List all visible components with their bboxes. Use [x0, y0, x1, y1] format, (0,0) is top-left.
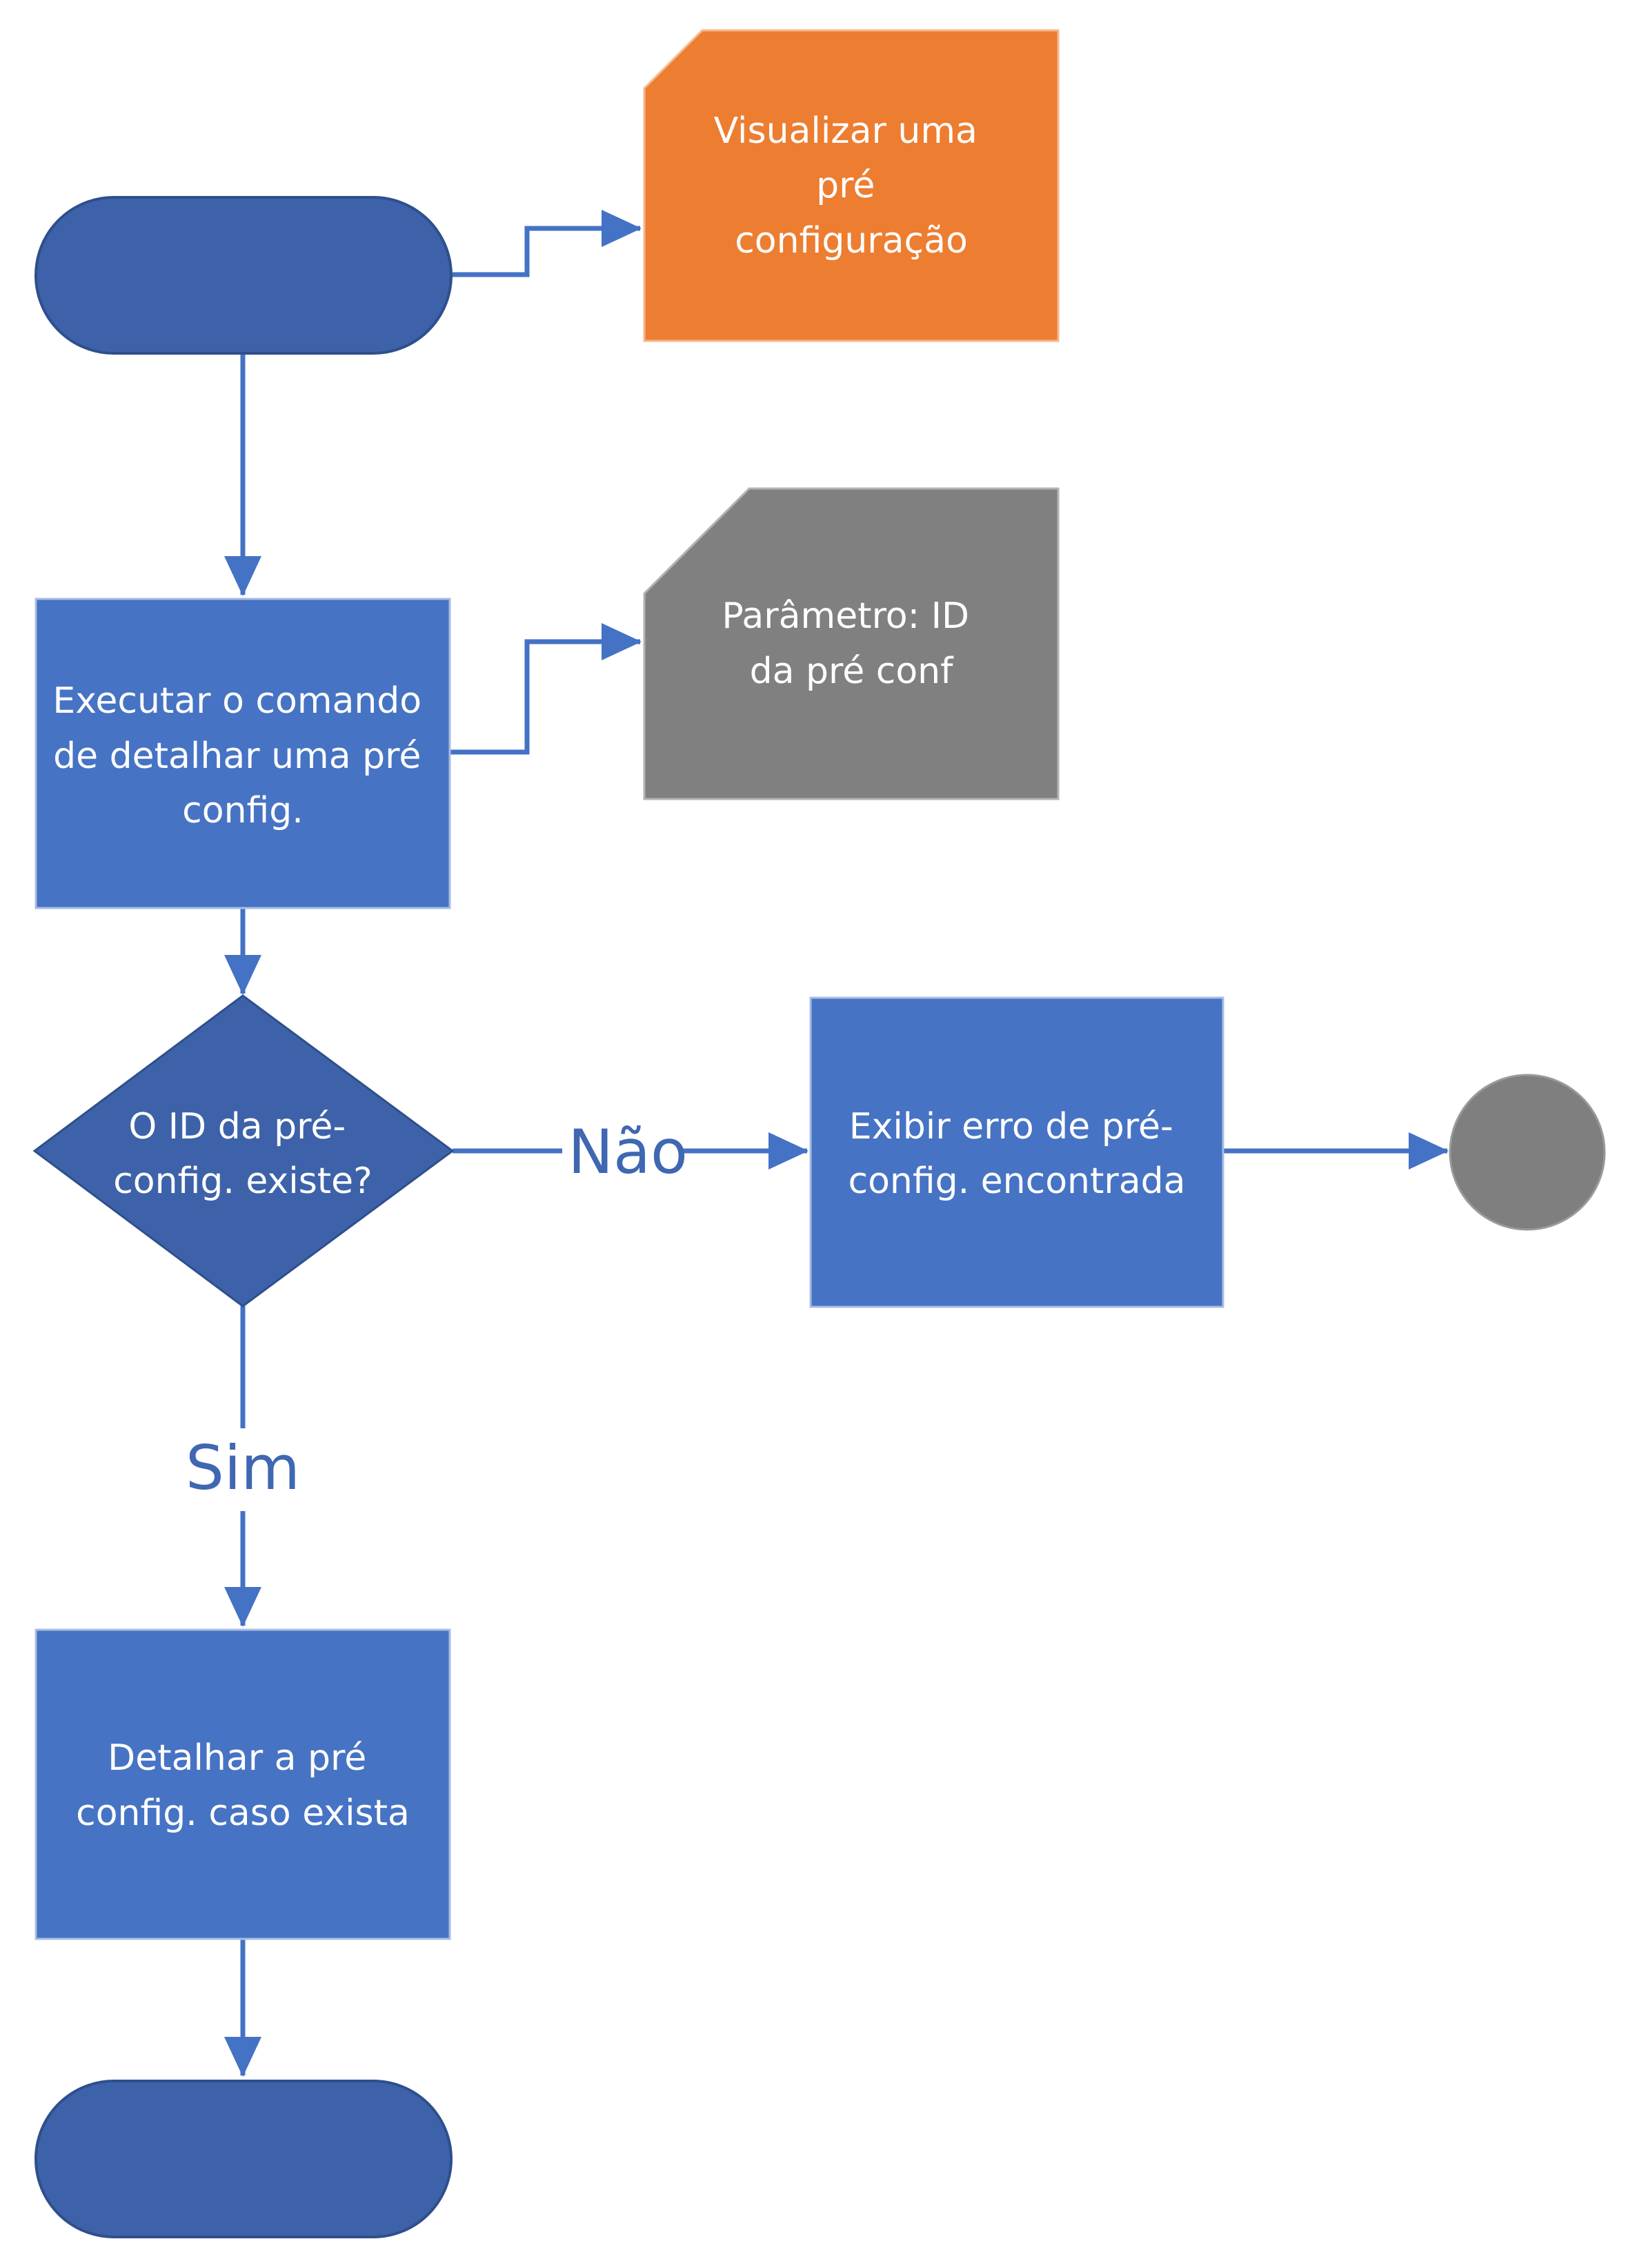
error-process: Exibir erro de pré- config. encontrada: [809, 996, 1224, 1308]
svg-text:Exibir erro de pré- conf: Exibir erro de pré- config. encontrada: [849, 1106, 1186, 1202]
svg-text:Visualizar uma pré: Visualizar uma pré configuração: [714, 110, 989, 262]
parameter-note-line-1: Parâmetro: ID: [722, 595, 969, 637]
svg-text:O ID da pré- config. exi: O ID da pré- config. existe?: [113, 1106, 373, 1202]
parameter-note-line-2: da pré conf: [750, 651, 955, 692]
decision-line-1: O ID da pré-: [128, 1106, 346, 1147]
connector-execute-to-parameter: [450, 623, 642, 755]
decision-line-2: config. existe?: [113, 1161, 373, 1202]
start-terminal: [34, 196, 453, 355]
id-exists-decision: O ID da pré- config. existe?: [32, 994, 455, 1308]
connectors: [224, 210, 1449, 2077]
use-case-note-line-2: pré: [816, 165, 875, 206]
svg-text:Detalhar a pré config. c: Detalhar a pré config. caso exista: [76, 1737, 410, 1834]
parameter-note: Parâmetro: ID da pré conf: [643, 487, 1060, 800]
svg-text:Parâmetro: ID da pré co: Parâmetro: ID da pré conf: [722, 595, 980, 692]
error-end-circle: [1449, 1074, 1606, 1231]
execute-command-process: Executar o comando de detalhar uma pré c…: [34, 598, 451, 909]
use-case-note-line-1: Visualizar uma: [714, 110, 978, 152]
detail-process-line-1: Detalhar a pré: [108, 1737, 366, 1779]
execute-command-line-3: config.: [182, 790, 304, 831]
use-case-note: Visualizar uma pré configuração: [643, 29, 1060, 342]
detail-process-line-2: config. caso exista: [76, 1793, 410, 1834]
connector-start-to-usecase: [453, 210, 642, 277]
error-process-line-1: Exibir erro de pré-: [849, 1106, 1173, 1147]
edge-label-yes: Sim: [186, 1432, 300, 1503]
edge-label-no: Não: [568, 1116, 688, 1187]
error-process-line-2: config. encontrada: [849, 1161, 1186, 1202]
execute-command-line-1: Executar o comando: [52, 680, 421, 722]
execute-command-line-2: de detalhar uma pré: [53, 736, 421, 777]
end-terminal: [34, 2080, 453, 2238]
use-case-note-line-3: configuração: [735, 220, 968, 262]
svg-text:Executar o comando de de: Executar o comando de detalhar uma pré c…: [52, 680, 433, 831]
detail-process: Detalhar a pré config. caso exista: [34, 1628, 451, 1940]
